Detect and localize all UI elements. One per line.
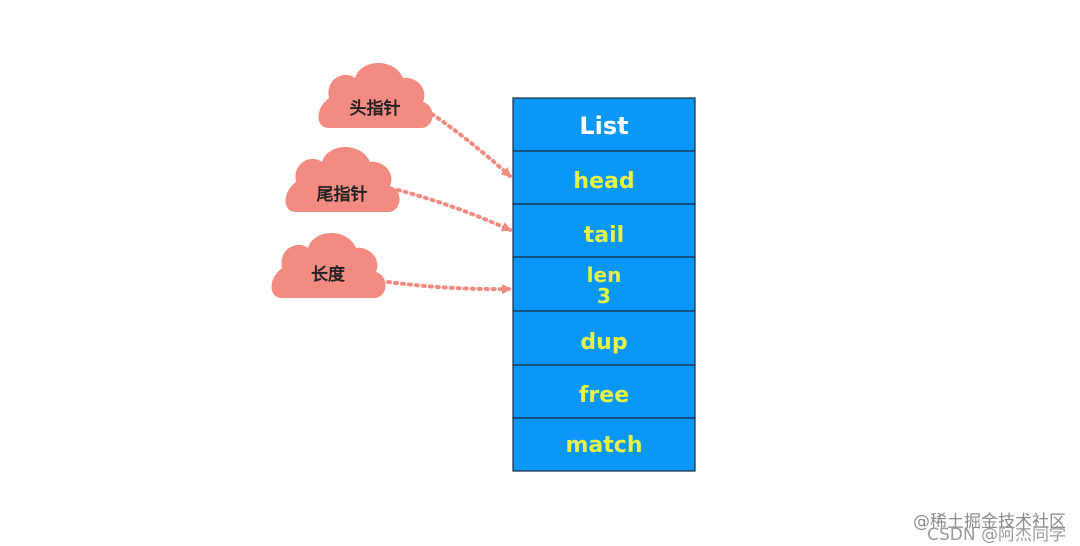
list-field-label: len — [587, 263, 622, 287]
list-field-label: head — [573, 169, 634, 194]
arrow-tail-pointer — [396, 188, 512, 232]
list-field-cell-match — [512, 417, 696, 472]
cloud-length: 长度 — [271, 233, 386, 298]
list-field-label: tail — [584, 223, 624, 248]
watermark-juejin: @稀土掘金技术社区 — [913, 512, 1066, 532]
list-field-cell-tail — [512, 203, 696, 258]
cloud-head-pointer: 头指针 — [318, 63, 433, 128]
list-field-value: 3 — [597, 284, 611, 308]
cloud-label: 尾指针 — [317, 184, 368, 205]
cloud-label: 头指针 — [350, 98, 401, 119]
cloud-label: 长度 — [311, 264, 346, 285]
arrow-length — [386, 280, 512, 295]
arrow-head-pointer — [430, 112, 512, 178]
cloud-tail-pointer: 尾指针 — [285, 147, 400, 212]
list-field-cell-head — [512, 150, 696, 205]
list-field-label: dup — [580, 330, 627, 355]
list-field-label: match — [566, 433, 643, 458]
watermark-csdn: CSDN @阿杰同学 — [927, 525, 1066, 545]
list-field-label: free — [579, 383, 629, 408]
list-struct: List head tail len 3 dup free match — [512, 97, 696, 472]
list-field-cell-len — [512, 256, 696, 312]
list-header-label: List — [579, 112, 628, 140]
list-header-cell — [512, 97, 696, 152]
